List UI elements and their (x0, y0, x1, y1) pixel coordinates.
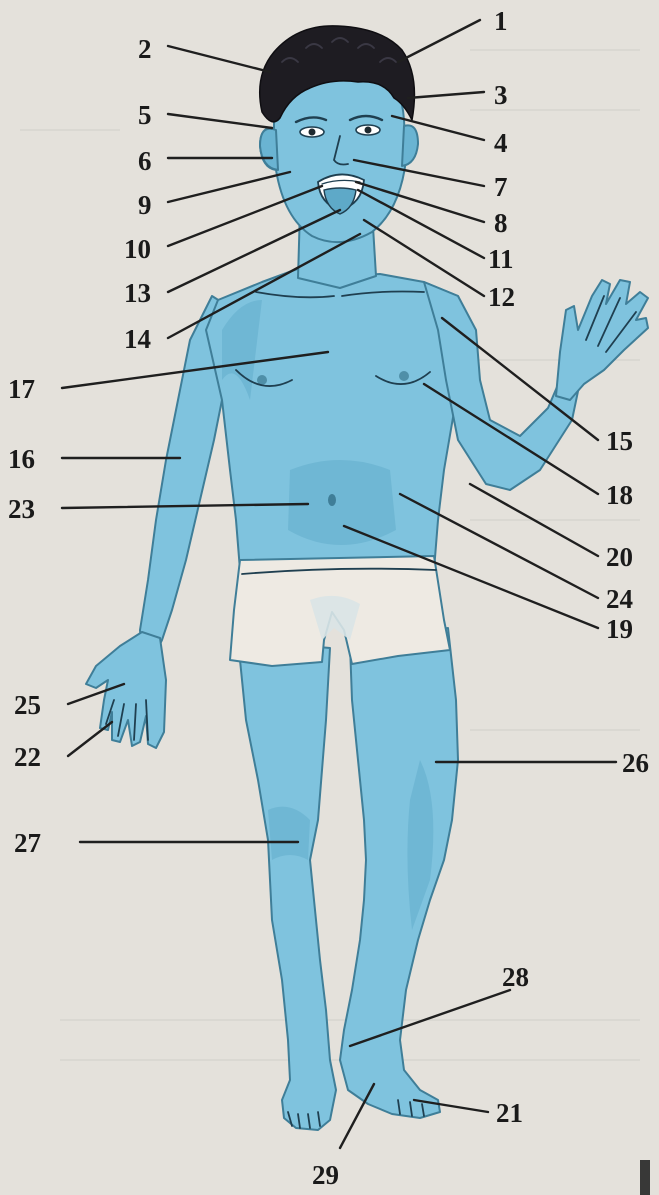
callout-22: 22 (14, 742, 41, 772)
callout-25: 25 (14, 690, 41, 720)
callout-11: 11 (488, 244, 514, 274)
callout-1: 1 (494, 6, 508, 36)
callout-29: 29 (312, 1160, 339, 1190)
callout-27: 27 (14, 828, 41, 858)
belly-shade (288, 460, 396, 545)
callout-26: 26 (622, 748, 649, 778)
callout-13: 13 (124, 278, 151, 308)
callout-5: 5 (138, 100, 152, 130)
callout-2: 2 (138, 34, 152, 64)
navel (328, 494, 336, 506)
callout-15: 15 (606, 426, 633, 456)
callout-21: 21 (496, 1098, 523, 1128)
callout-20: 20 (606, 542, 633, 572)
callout-17: 17 (8, 374, 35, 404)
callout-10: 10 (124, 234, 151, 264)
left-knee-shade (268, 807, 310, 860)
callout-6: 6 (138, 146, 152, 176)
callout-7: 7 (494, 172, 508, 202)
callout-3: 3 (494, 80, 508, 110)
right-nipple (399, 371, 409, 381)
callout-24: 24 (606, 584, 633, 614)
page-edge-mark (640, 1160, 650, 1195)
callout-23: 23 (8, 494, 35, 524)
callout-8: 8 (494, 208, 508, 238)
callout-9: 9 (138, 190, 152, 220)
callout-16: 16 (8, 444, 35, 474)
left-pupil (309, 129, 316, 136)
callout-4: 4 (494, 128, 508, 158)
callout-18: 18 (606, 480, 633, 510)
callout-14: 14 (124, 324, 151, 354)
callout-28: 28 (502, 962, 529, 992)
callout-19: 19 (606, 614, 633, 644)
right-pupil (365, 127, 372, 134)
callout-12: 12 (488, 282, 515, 312)
